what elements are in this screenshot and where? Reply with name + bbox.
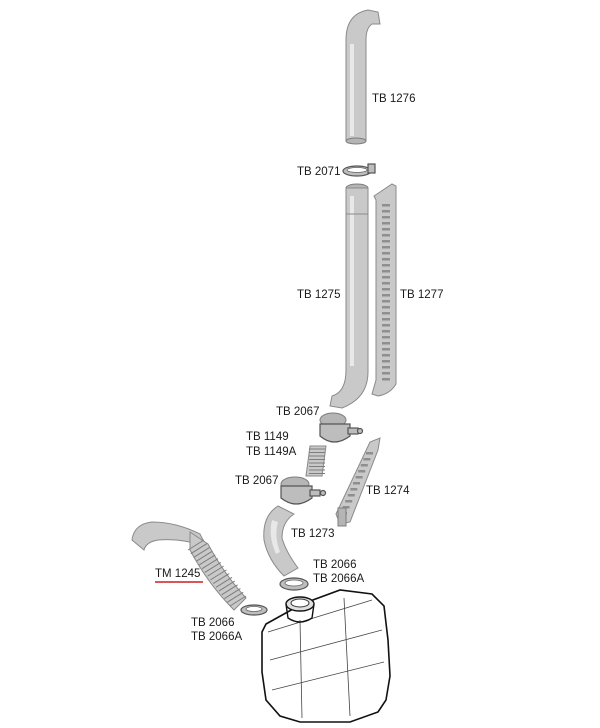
label-tb2071: TB 2071: [297, 166, 340, 178]
label-tb1275: TB 1275: [297, 289, 340, 301]
label-tb2066-lower: TB 2066: [191, 617, 234, 629]
part-tb1276-stack-pipe[interactable]: [345, 9, 381, 145]
label-tb2066a-lower: TB 2066A: [191, 631, 242, 643]
part-tb1149-flex-bellows[interactable]: [305, 445, 327, 477]
label-tb2067-upper: TB 2067: [276, 406, 319, 418]
label-tb1274: TB 1274: [366, 485, 410, 497]
label-tb2067-lower: TB 2067: [235, 475, 278, 487]
label-tb1277: TB 1277: [400, 289, 443, 301]
label-tb1149: TB 1149: [246, 431, 289, 443]
label-tb1276: TB 1276: [372, 93, 415, 105]
part-tb2071-clamp[interactable]: [342, 163, 376, 177]
part-tb1273-curved-pipe[interactable]: [263, 505, 299, 577]
label-tb1149a: TB 1149A: [246, 446, 297, 458]
part-tb2067-lower-clamp[interactable]: [280, 476, 327, 505]
label-tb2066-upper: TB 2066: [313, 559, 356, 571]
part-tm1245-flex-pipe[interactable]: [131, 521, 247, 611]
part-tb2066-upper-clamp[interactable]: [279, 577, 309, 591]
muffler-box: [261, 589, 391, 723]
part-tb1277-heat-shield[interactable]: [371, 183, 397, 397]
part-tb1274-perforated-guard[interactable]: [335, 437, 381, 527]
label-tb2066a-upper: TB 2066A: [313, 573, 364, 585]
part-tb2066-lower-clamp[interactable]: [240, 604, 268, 616]
label-tb1273: TB 1273: [291, 528, 334, 540]
label-tm1245[interactable]: TM 1245: [155, 568, 200, 580]
part-tb2067-upper-clamp[interactable]: [319, 412, 364, 443]
part-tb1275-vertical-pipe[interactable]: [329, 183, 369, 409]
